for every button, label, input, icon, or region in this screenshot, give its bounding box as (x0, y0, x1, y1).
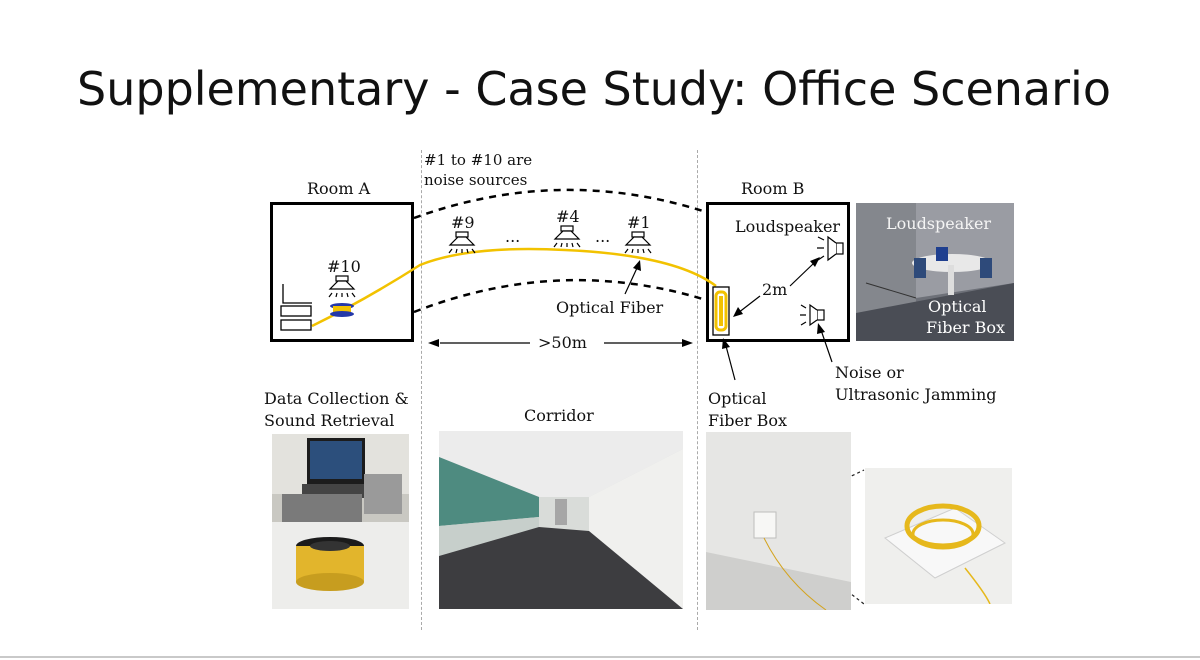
noise-source-icon-1 (624, 231, 652, 254)
noise-sources-note: #1 to #10 are noise sources (424, 150, 532, 190)
optical-fiber-label: Optical Fiber (556, 298, 664, 317)
room-b-photo-loudspeaker-label: Loudspeaker (886, 214, 992, 233)
room-b-photo-illustration (856, 203, 1014, 341)
room-b-photo-box-line-1: Optical (928, 297, 987, 316)
noise-note-line-1: #1 to #10 are (424, 151, 533, 169)
loudspeaker-label: Loudspeaker (735, 217, 841, 236)
fiber-box-closeup-photo (865, 468, 1012, 604)
left-separator-line (421, 150, 422, 630)
fiber-box-line-2: Fiber Box (708, 411, 788, 430)
fiber-box-label: Optical Fiber Box (708, 388, 787, 432)
room-b-photo-box-label: Optical Fiber Box (926, 296, 1006, 338)
room-b-label: Room B (741, 179, 805, 198)
slide-bottom-border (0, 656, 1200, 658)
slide-title: Supplementary - Case Study: Office Scena… (77, 62, 1111, 116)
noise-source-icon-4 (553, 225, 581, 248)
room-a-label: Room A (307, 179, 371, 198)
source-label-1: #1 (627, 213, 651, 232)
room-b-photo: Loudspeaker Optical Fiber Box (856, 203, 1014, 341)
corridor-label: Corridor (524, 406, 594, 425)
noise-note-line-2: noise sources (424, 171, 528, 189)
noise-jamming-label: Noise or Ultrasonic Jamming (835, 362, 997, 406)
data-collection-line-2: Sound Retrieval (264, 411, 395, 430)
ellipsis-2: ... (595, 227, 611, 246)
corridor-photo (439, 431, 683, 609)
data-collection-line-1: Data Collection & (264, 389, 409, 408)
distance-2m-label: 2m (762, 280, 788, 299)
ellipsis-1: ... (505, 227, 521, 246)
fiber-box-wall-photo (706, 432, 851, 610)
source-label-9: #9 (451, 213, 475, 232)
fiber-box-line-1: Optical (708, 389, 767, 408)
source-label-4: #4 (556, 207, 580, 226)
data-collection-label: Data Collection & Sound Retrieval (264, 388, 409, 432)
source-label-10: #10 (327, 257, 361, 276)
data-collection-photo (272, 434, 409, 609)
noise-jamming-line-2: Ultrasonic Jamming (835, 385, 997, 404)
noise-source-icon-9 (448, 231, 476, 254)
distance-50m-label: >50m (538, 333, 587, 352)
room-b-photo-box-line-2: Fiber Box (926, 318, 1006, 337)
noise-jamming-line-1: Noise or (835, 363, 904, 382)
right-separator-line (697, 150, 698, 630)
